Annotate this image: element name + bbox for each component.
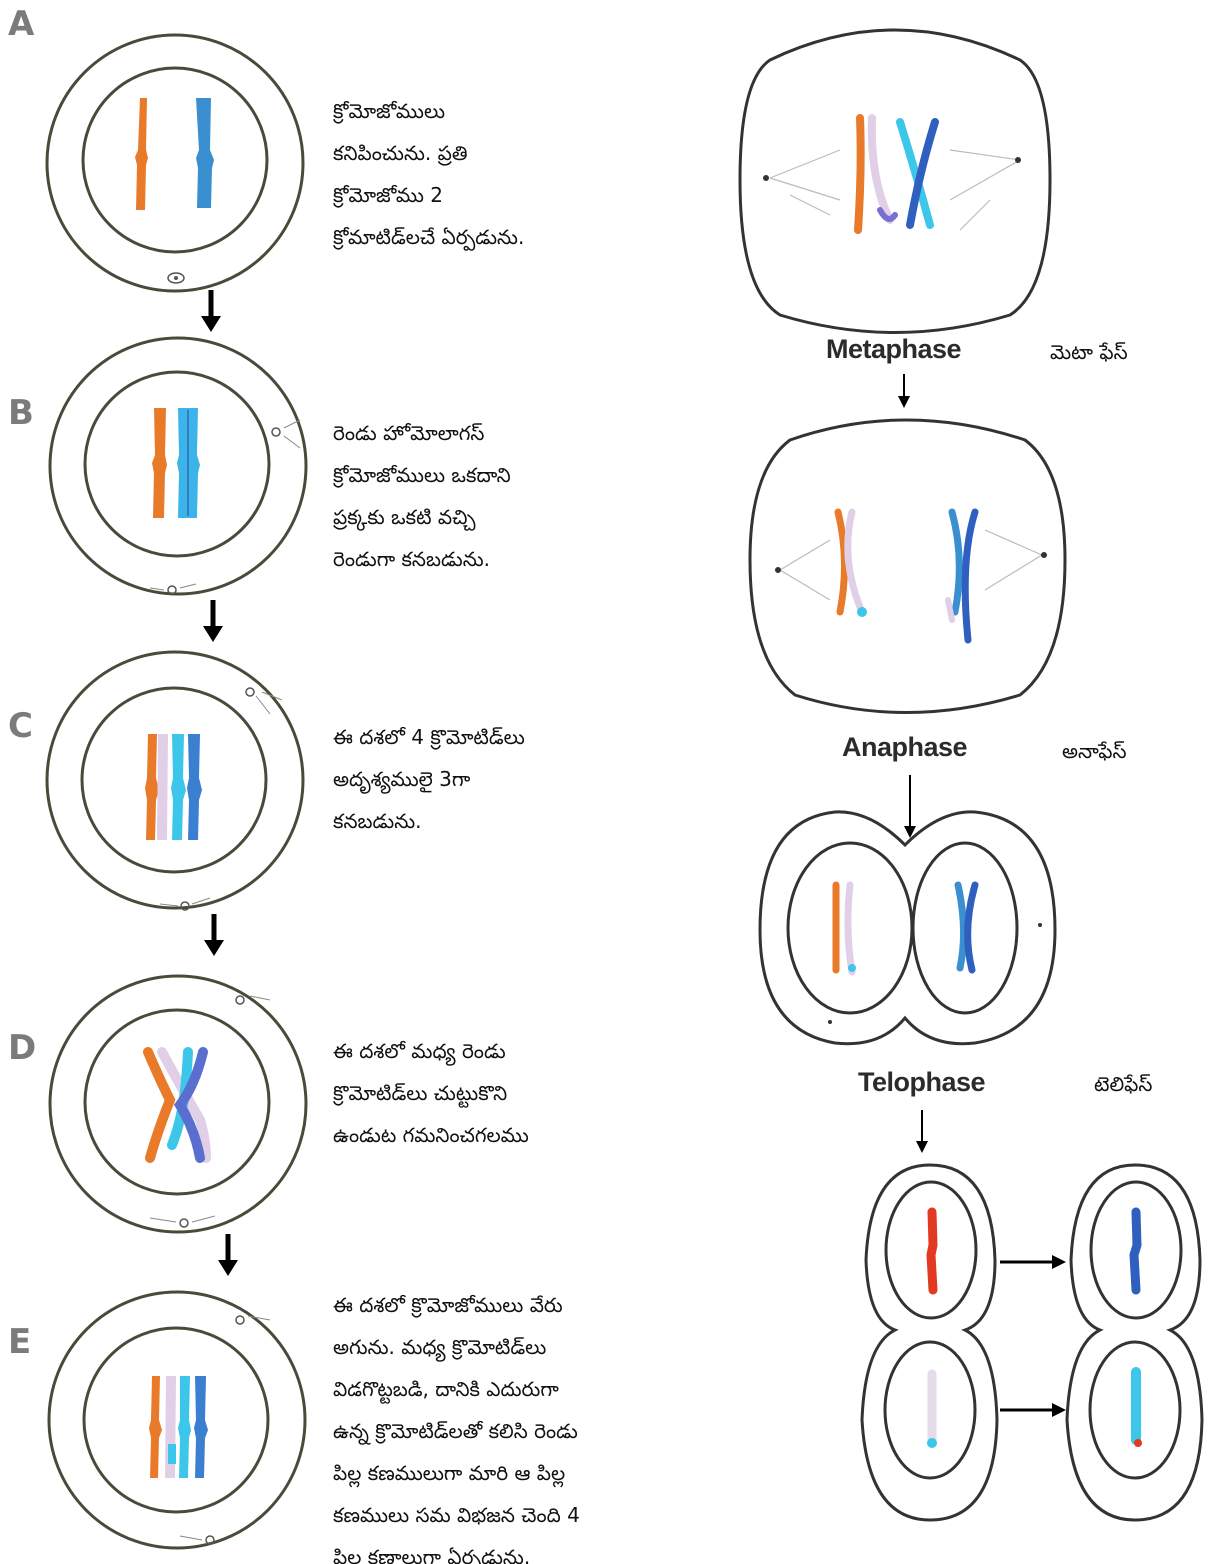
stage-d-chromatid-navy xyxy=(173,1047,208,1163)
metaphase-telugu-label: మెటా ఫేస్ xyxy=(1050,340,1128,364)
stage-b-letter: B xyxy=(8,393,34,433)
stage-d-cell xyxy=(48,974,308,1234)
daughter-chromosome-navy xyxy=(1129,1207,1142,1295)
daughter-nucleus-bottom-left xyxy=(883,1340,977,1480)
arrow-b-to-c xyxy=(203,600,223,642)
stage-e-chromatid-cyan xyxy=(178,1376,191,1478)
daughter-chromosome-red xyxy=(926,1207,938,1295)
anaphase-telugu-label: అనాఫేస్ xyxy=(1062,739,1127,763)
stage-e-chromatid-blue xyxy=(194,1376,208,1478)
stage-d-chromatid-orange xyxy=(143,1047,176,1163)
stage-a-chromosome-orange xyxy=(135,98,148,210)
arrow-telophase-to-daughters xyxy=(916,1110,928,1153)
anaphase-cell xyxy=(748,418,1067,714)
stage-a-cell xyxy=(45,33,305,293)
metaphase-centrosome-left xyxy=(763,175,769,181)
stage-a-letter: A xyxy=(8,4,35,44)
stage-e-chromatid-orange xyxy=(149,1376,162,1478)
arrow-c-to-d xyxy=(204,914,224,956)
stage-e-cell xyxy=(47,1290,307,1550)
telophase-chromosome-left xyxy=(832,881,856,976)
metaphase-chromosomes xyxy=(854,114,939,234)
stage-b-centrosome-top xyxy=(271,419,301,449)
stage-c-centrosome-top xyxy=(245,687,283,715)
stage-a-centrosome xyxy=(167,272,185,284)
arrow-anaphase-to-telophase xyxy=(904,775,916,838)
stage-e-centrosome-bottom xyxy=(179,1535,215,1545)
arrow-a-to-b xyxy=(201,290,221,332)
telophase-chromosome-right xyxy=(954,881,979,974)
stage-c-chromatid-cyan xyxy=(171,734,186,840)
arrow-daughter-top xyxy=(1000,1255,1066,1269)
stage-d-centrosome-bottom xyxy=(149,1215,216,1228)
daughter-nucleus-bottom-right xyxy=(1088,1340,1182,1480)
stage-a-chromosome-blue xyxy=(196,98,214,208)
stage-a-description: క్రోమోజోములు కనిపించును. ప్రతి క్రోమోజోమ… xyxy=(333,99,525,249)
stage-c-chromatid-lavender xyxy=(157,734,168,840)
anaphase-centrosome-left xyxy=(775,567,781,573)
stage-b-chromosome-orange xyxy=(152,408,167,518)
telophase-telugu-label: టెలిఫేస్ xyxy=(1094,1072,1153,1096)
stage-d-chromatid-lavender xyxy=(157,1047,211,1163)
metaphase-cell xyxy=(738,28,1052,334)
telophase-centrosome-right xyxy=(1038,923,1042,927)
stage-c-cell xyxy=(45,650,305,911)
stage-c-centrosome-bottom xyxy=(159,897,211,911)
metaphase-label: Metaphase xyxy=(826,334,962,364)
telophase-nucleus-right xyxy=(911,841,1019,1015)
telophase-label: Telophase xyxy=(858,1067,986,1097)
stage-e-description: ఈ దశలో క్రొమోజోములు వేరు అగును. మధ్య క్ర… xyxy=(333,1293,580,1564)
daughter-nucleus-top-right xyxy=(1089,1180,1183,1320)
stage-e-chromatid-lavender xyxy=(165,1376,176,1478)
stage-b-cell xyxy=(48,336,308,596)
metaphase-spindle xyxy=(769,149,1021,231)
stage-e-letter: E xyxy=(8,1322,32,1362)
stage-d-letter: D xyxy=(8,1028,37,1068)
daughter-nucleus-top-left xyxy=(884,1180,978,1320)
daughter-pair-right xyxy=(1065,1163,1204,1522)
anaphase-centrosome-right xyxy=(1041,552,1047,558)
stage-d-centrosome-top xyxy=(235,995,271,1005)
anaphase-label: Anaphase xyxy=(842,732,968,762)
stage-e-centrosome-top xyxy=(235,1315,271,1325)
daughter-pair-left xyxy=(860,1163,999,1522)
metaphase-centrosome-right xyxy=(1015,157,1021,163)
arrow-metaphase-to-anaphase xyxy=(898,374,910,408)
stage-c-description: ఈ దశలో 4 క్రొమోటిడ్‌లు అదృశ్యములై 3గా కన… xyxy=(333,725,525,833)
anaphase-chromosome-left xyxy=(834,508,867,617)
stage-b-centrosome-bottom xyxy=(149,583,197,595)
stage-d-description: ఈ దశలో మధ్య రెండు క్రొమోటిడ్‌లు చుట్టుకొ… xyxy=(333,1039,529,1147)
anaphase-spindle xyxy=(779,529,1043,601)
arrow-d-to-e xyxy=(218,1234,238,1276)
arrow-daughter-bottom xyxy=(1000,1403,1066,1417)
stage-c-chromatid-orange xyxy=(145,734,159,840)
stage-c-chromatid-blue xyxy=(187,734,202,840)
stage-b-description: రెండు హోమోలాగస్ క్రోమోజోములు ఒకదాని ప్రక… xyxy=(333,421,511,571)
anaphase-chromosome-right xyxy=(945,508,979,644)
stage-c-letter: C xyxy=(8,706,33,746)
stage-b-chromosome-blue xyxy=(177,408,200,518)
telophase-centrosome-left xyxy=(828,1020,832,1024)
telophase-cell xyxy=(758,810,1057,1046)
